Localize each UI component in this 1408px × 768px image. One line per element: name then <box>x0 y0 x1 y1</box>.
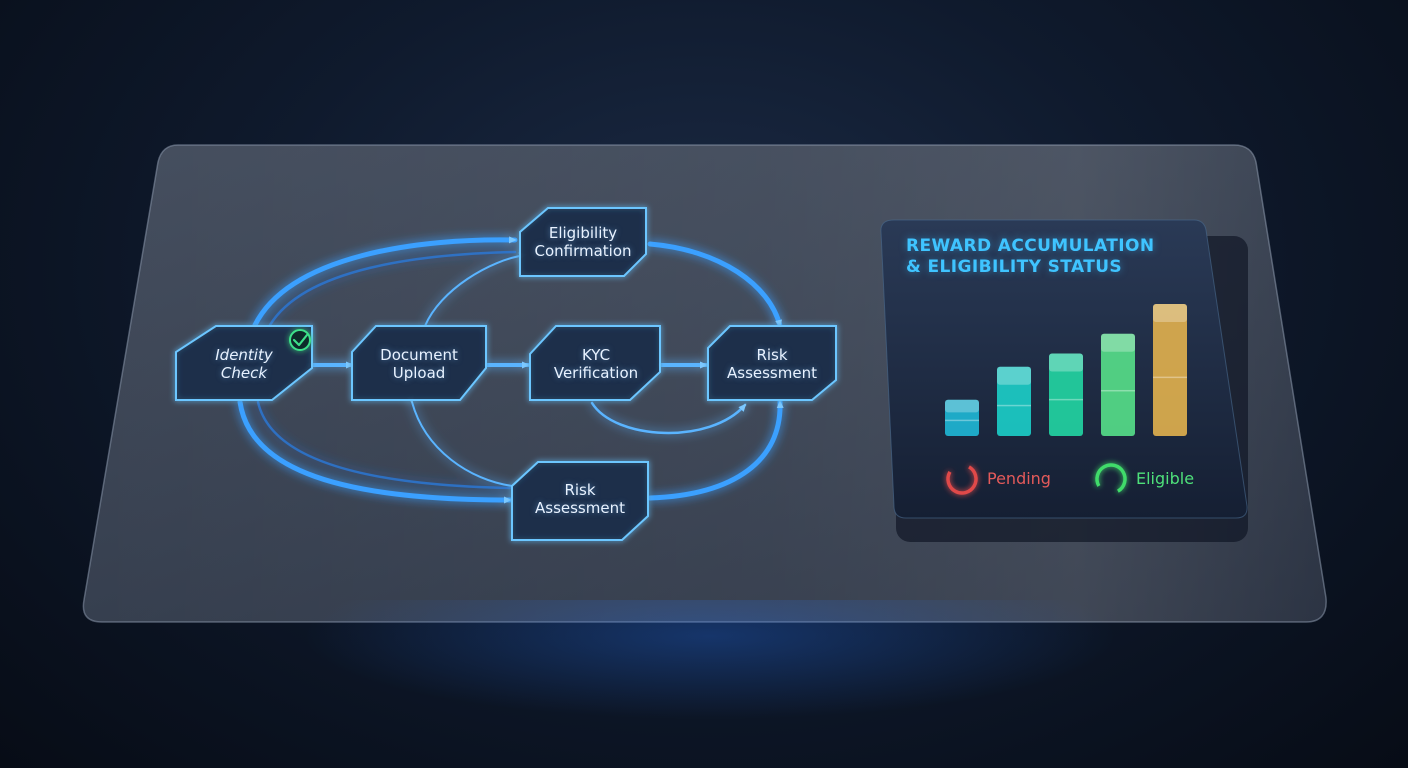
eligible-label: Eligible <box>1136 469 1195 488</box>
reward-bar-band <box>997 404 1031 407</box>
check-circle-icon <box>289 329 311 351</box>
reward-bar-body <box>945 399 979 436</box>
node-label-line: Eligibility <box>548 224 618 242</box>
eligible-ring-icon <box>1095 463 1127 495</box>
reward-bar-cap <box>1049 353 1083 372</box>
flow-nodes <box>175 207 837 541</box>
reward-bar <box>997 366 1031 436</box>
reward-bar-body <box>997 366 1031 436</box>
outer-loop-top <box>252 236 518 328</box>
reward-bar <box>1101 333 1135 436</box>
node-label-line: Verification <box>553 364 639 382</box>
node-kyc-verification[interactable]: KYC Verification <box>536 346 656 382</box>
reward-bars <box>945 304 1187 436</box>
node-risk-assessment-right[interactable]: Risk Assessment <box>712 346 832 382</box>
node-risk-right-shape <box>707 325 837 401</box>
reward-bar <box>1049 353 1083 436</box>
node-risk-assessment-bottom[interactable]: Risk Assessment <box>518 481 642 517</box>
reward-bar <box>1153 304 1187 436</box>
node-label-line: Upload <box>392 364 446 382</box>
outer-loop-bottom <box>237 399 513 504</box>
outer-loop-bottom-inner <box>256 400 512 490</box>
inner-arc-top <box>424 252 527 327</box>
node-label-line: Check <box>220 364 268 382</box>
pending-label: Pending <box>987 469 1051 488</box>
reward-bar-cap <box>1153 304 1187 322</box>
pending-ring-icon <box>946 463 978 495</box>
node-eligibility-confirmation[interactable]: Eligibility Confirmation <box>522 224 644 260</box>
inner-arc-bottom <box>407 395 513 487</box>
flow-connectors <box>237 236 784 504</box>
node-label-line: KYC <box>581 346 611 364</box>
reward-bar-body <box>1049 353 1083 436</box>
title-line: & ELIGIBILITY STATUS <box>906 257 1123 277</box>
reward-bar-band <box>1153 376 1187 379</box>
node-document-upload[interactable]: Document Upload <box>358 346 480 382</box>
node-eligibility-shape <box>519 207 647 277</box>
node-label-line: Risk <box>756 346 788 364</box>
node-label-line: Confirmation <box>534 242 632 260</box>
node-label-line: Identity <box>215 346 273 364</box>
reward-bar-cap <box>997 366 1031 385</box>
reward-bar <box>945 399 979 436</box>
node-identity-check-shape <box>175 325 313 401</box>
outer-loop-bottom-right <box>647 399 784 501</box>
node-risk-bottom-shape <box>511 461 649 541</box>
reward-bar-band <box>1049 398 1083 401</box>
node-label-line: Assessment <box>727 364 817 382</box>
reward-bar-body <box>1101 333 1135 436</box>
title-line: REWARD ACCUMULATION <box>906 236 1155 256</box>
inner-arc-kyc-risk <box>590 401 747 435</box>
reward-bar-body <box>1153 304 1187 436</box>
reward-card-title: REWARD ACCUMULATION & ELIGIBILITY STATUS <box>906 236 1206 278</box>
reward-bar-band <box>1101 389 1135 392</box>
node-label-line: Assessment <box>535 499 625 517</box>
node-identity-check[interactable]: Identity Check <box>188 346 300 382</box>
node-label-line: Document <box>380 346 458 364</box>
outer-loop-top-right <box>647 241 783 329</box>
reward-bar-cap <box>945 399 979 413</box>
node-label-line: Risk <box>564 481 596 499</box>
outer-loop-top-inner <box>268 250 517 327</box>
node-document-upload-shape <box>351 325 487 401</box>
reward-bar-band <box>945 419 979 422</box>
node-kyc-verification-shape <box>529 325 661 401</box>
reward-bar-cap <box>1101 333 1135 352</box>
